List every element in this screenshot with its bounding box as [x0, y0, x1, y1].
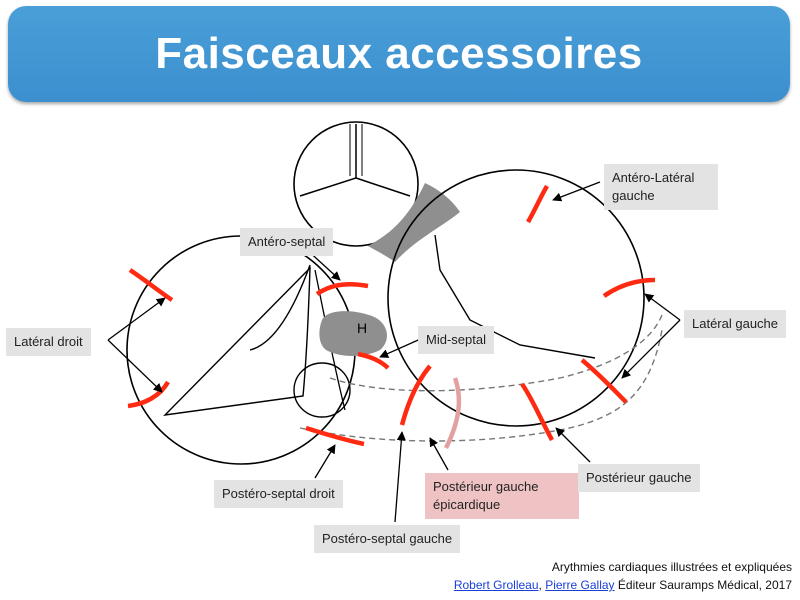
pathway-postero-septal-gauche: [399, 364, 432, 426]
slide-title: Faisceaux accessoires: [155, 29, 643, 78]
arrow-lateral-gauche-bottom: [621, 319, 681, 379]
pathway-lateral-gauche-top: [602, 277, 656, 298]
his-label: H: [357, 320, 367, 336]
fibrous-trigone-shape: [368, 183, 460, 262]
pathway-mid-septal: [357, 351, 390, 370]
label-antero-lateral-line2: gauche: [612, 188, 655, 203]
pointer-arrows: [107, 181, 681, 523]
arrow-postero-septal-droit: [314, 444, 336, 479]
arrow-posterieur-gauche: [555, 427, 591, 463]
author-link-grolleau[interactable]: Robert Grolleau: [453, 578, 539, 592]
label-postero-septal-droit: Postéro-septal droit: [214, 480, 343, 508]
publisher-text: Éditeur Sauramps Médical, 2017: [614, 578, 792, 592]
author-link-gallay[interactable]: Pierre Gallay: [545, 578, 615, 592]
his-bundle-shape: [319, 311, 387, 356]
label-posterieur-gauche-epicardique: Postérieur gauche épicardique: [425, 473, 579, 519]
coronary-sinus-dashed-outer: [299, 329, 663, 442]
label-lateral-droit: Latéral droit: [6, 328, 91, 356]
label-mid-septal: Mid-septal: [418, 326, 494, 354]
pathway-postero-septal-droit: [305, 425, 365, 447]
label-antero-lateral-gauche: Antéro-Latéral gauche: [604, 164, 718, 210]
label-posterieur-gauche: Postérieur gauche: [578, 464, 700, 492]
arrow-posterieur-epi: [429, 437, 449, 471]
pathway-antero-septal: [315, 282, 369, 296]
reference-line-2: Robert Grolleau, Pierre Gallay Éditeur S…: [454, 578, 792, 592]
pathway-lateral-gauche-bottom: [580, 358, 628, 404]
mitral-ring: [387, 169, 645, 427]
arrow-lateral-droit-bottom: [107, 339, 163, 393]
aortic-valve: [293, 121, 419, 247]
pathway-antero-lateral-gauche: [526, 184, 549, 224]
pathway-lateral-droit-bottom: [127, 380, 170, 409]
arrow-lateral-droit-top: [107, 297, 166, 341]
author-separator: ,: [538, 578, 546, 592]
arrow-lateral-gauche-top: [644, 293, 681, 321]
pathway-epicardique: [443, 377, 462, 450]
coronary-sinus-dashed: [329, 314, 663, 392]
arrow-antero-lateral: [552, 181, 601, 202]
label-posterieur-epi-line2: épicardique: [433, 497, 501, 512]
reference-line-1: Arythmies cardiaques illustrées et expli…: [551, 560, 792, 574]
coronary-sinus-ostium: [293, 362, 351, 418]
pathway-posterieur-gauche: [520, 382, 554, 442]
label-lateral-gauche: Latéral gauche: [684, 310, 787, 338]
title-banner: Faisceaux accessoires: [8, 6, 790, 102]
label-antero-septal: Antéro-septal: [240, 228, 334, 256]
arrow-mid-septal: [379, 336, 426, 358]
label-posterieur-epi-line1: Postérieur gauche: [433, 479, 539, 494]
label-antero-lateral-line1: Antéro-Latéral: [612, 170, 695, 185]
pathway-lateral-droit-top: [128, 268, 174, 302]
label-postero-septal-gauche: Postéro-septal gauche: [314, 525, 461, 553]
accessory-pathways: [127, 184, 656, 447]
tricuspid-ring: [126, 235, 356, 465]
arrow-postero-septal-gauche: [394, 431, 406, 523]
